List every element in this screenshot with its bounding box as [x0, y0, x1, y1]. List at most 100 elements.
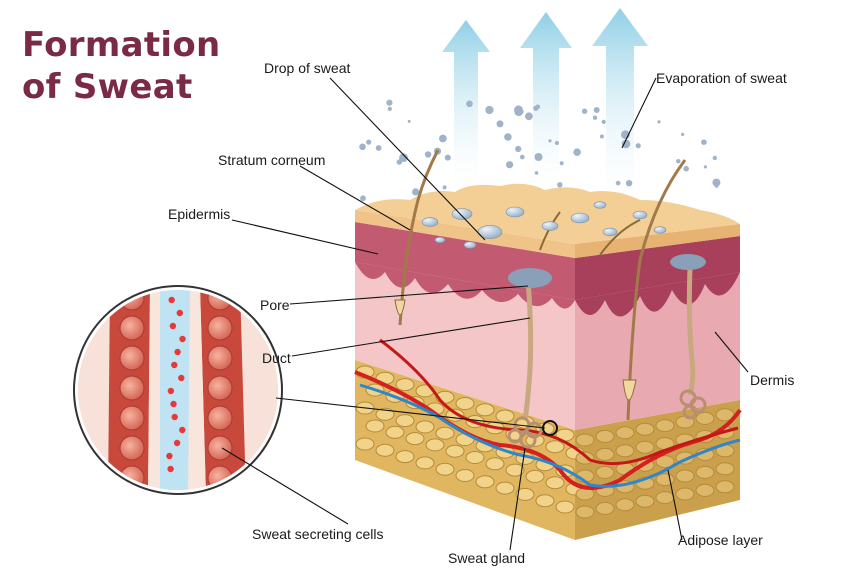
fat-cell: [465, 451, 485, 464]
page-title: Formation of Sweat: [22, 24, 221, 108]
label-epidermis: Epidermis: [168, 206, 231, 222]
fat-cell: [355, 437, 375, 451]
stratum-front: [355, 210, 575, 258]
surface-sweat-drop: [570, 212, 590, 224]
sweat-droplet: [599, 134, 604, 139]
fat-cell: [655, 419, 675, 433]
fat-cell: [495, 409, 515, 423]
evaporation-arrows: [442, 8, 648, 210]
fat-cell: [455, 469, 475, 482]
fat-cell: [575, 505, 595, 519]
stratum-side: [575, 224, 740, 258]
sweat-droplet: [534, 153, 543, 161]
arrow-up-icon: [520, 12, 572, 200]
sweat-droplet: [387, 106, 392, 111]
secretion-droplet: [171, 361, 178, 369]
sweat-droplet: [485, 105, 494, 115]
sweat-duct: [522, 279, 534, 421]
pore: [670, 254, 706, 270]
fat-cell: [615, 498, 635, 512]
artery: [379, 338, 739, 466]
fat-cell: [395, 378, 415, 392]
sweat-droplet: [681, 132, 685, 136]
sweat-droplet: [621, 139, 631, 149]
fat-cell: [715, 462, 735, 476]
surface-sweat-drop: [541, 221, 559, 231]
sweat-droplet: [515, 145, 522, 153]
fat-cell: [395, 450, 415, 464]
sweat-droplet: [573, 148, 581, 156]
label-pore: Pore: [260, 297, 290, 313]
sweat-droplet: [676, 159, 681, 164]
title-line-2: of Sweat: [22, 67, 193, 107]
fat-cell: [475, 475, 495, 489]
epidermis-side: [575, 236, 740, 300]
sweat-droplet: [657, 120, 661, 124]
surface-sweat-drop: [593, 201, 607, 209]
fat-cell: [445, 444, 465, 458]
secretion-droplet: [174, 348, 181, 356]
title-line-1: Formation: [22, 25, 221, 65]
label-sweat-gland: Sweat gland: [448, 550, 526, 566]
sweat-droplet: [412, 188, 420, 196]
secreting-cell: [207, 435, 233, 461]
secreting-cell: [207, 405, 233, 431]
fat-cell: [375, 407, 395, 421]
secretion-droplet: [170, 400, 177, 408]
sweat-droplet: [407, 119, 411, 123]
sweat-droplet: [444, 154, 451, 161]
fat-cell: [655, 491, 675, 505]
fat-cell: [695, 465, 715, 479]
sweat-droplet: [625, 180, 633, 187]
sweat-droplet: [386, 99, 393, 106]
surface-sweat-drop: [421, 217, 439, 227]
fat-cell: [635, 422, 655, 436]
fat-cell: [405, 432, 425, 446]
sweat-droplet: [557, 182, 563, 188]
fat-cell: [545, 440, 565, 454]
dermis-front: [355, 262, 575, 430]
sweat-droplet: [366, 139, 372, 145]
secretion-droplet: [171, 413, 178, 421]
fat-cell: [485, 457, 505, 471]
fat-cell: [555, 500, 575, 514]
hair-shaft: [398, 149, 440, 326]
label-dermis: Dermis: [750, 372, 795, 388]
sweat-droplet: [504, 133, 512, 141]
label-duct: Duct: [262, 350, 291, 366]
fat-cell: [595, 501, 615, 515]
secretion-droplet: [167, 465, 174, 473]
label-evaporation-of-sweat: Evaporation of sweat: [656, 70, 787, 86]
sweat-droplet: [593, 107, 600, 113]
sweat-droplet: [581, 108, 588, 114]
fat-cell: [675, 487, 695, 501]
fat-cell: [695, 411, 715, 425]
sweat-droplet: [635, 143, 641, 149]
fat-cell: [575, 433, 595, 447]
fat-cell: [715, 480, 735, 494]
sweat-droplet: [559, 161, 564, 166]
sweat-droplet: [601, 119, 606, 124]
sweat-droplet: [714, 183, 719, 188]
secretion-droplet: [179, 335, 186, 343]
sweat-droplet: [375, 145, 382, 151]
fat-cell: [415, 456, 435, 470]
fat-cell: [635, 494, 655, 508]
secreting-cell: [119, 375, 145, 401]
magnified-inset: [73, 285, 283, 495]
sweat-droplet: [360, 195, 366, 202]
vein: [359, 383, 741, 488]
fat-cell: [505, 463, 525, 477]
label-sweat-secreting-cells: Sweat secreting cells: [252, 526, 384, 542]
sweat-droplet: [359, 143, 366, 151]
surface-sweat-drop: [653, 226, 667, 234]
fat-cell: [655, 455, 675, 469]
sweat-droplet: [534, 171, 539, 175]
fat-cell: [695, 483, 715, 497]
sweat-droplet: [683, 165, 689, 172]
sweat-droplet: [424, 151, 432, 158]
label-stratum-corneum: Stratum corneum: [218, 152, 326, 168]
fat-cell: [535, 494, 555, 508]
pore: [508, 268, 552, 288]
